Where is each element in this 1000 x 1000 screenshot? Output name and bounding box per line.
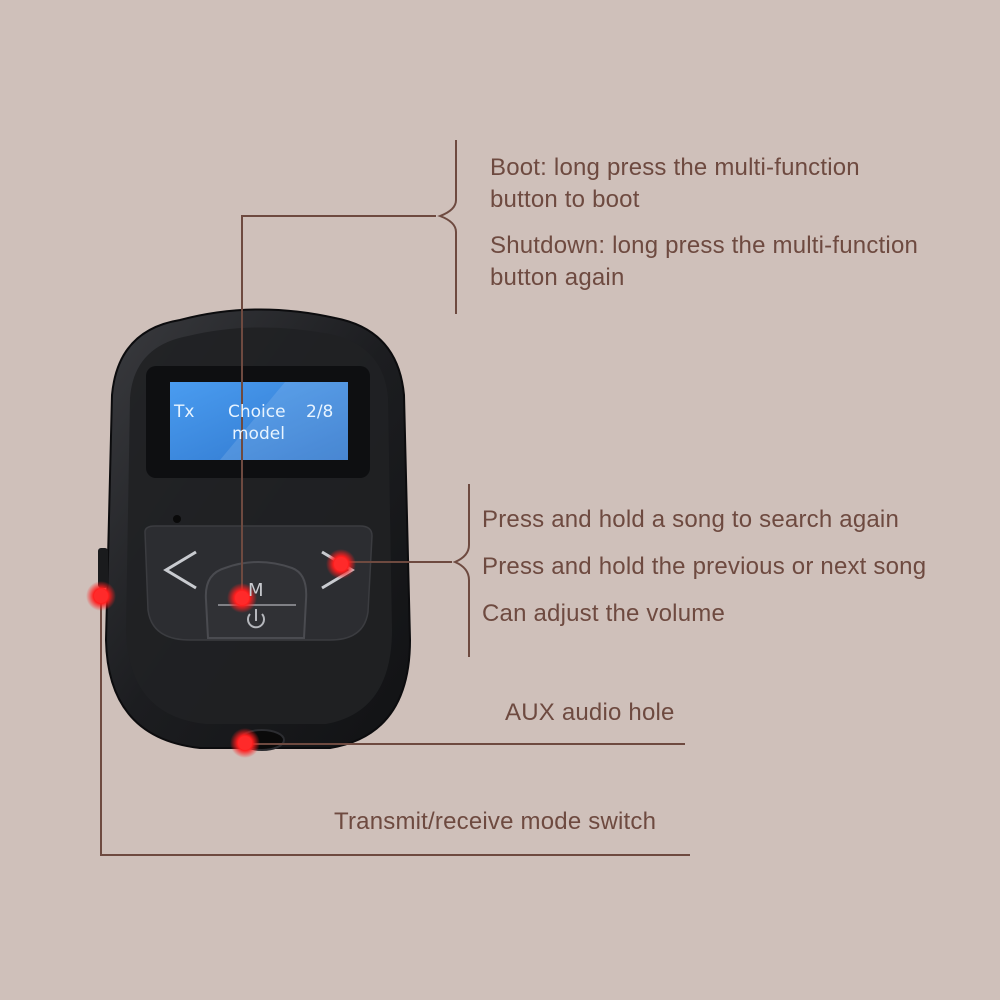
screen-title-line2: model bbox=[232, 424, 285, 444]
multi-function-label: M bbox=[248, 580, 264, 601]
power-icon bbox=[247, 609, 265, 629]
boot-label-line2: button to boot bbox=[490, 186, 640, 213]
search-again-label: Press and hold a song to search again bbox=[482, 506, 900, 533]
prev-next-label: Press and hold the previous or next song bbox=[482, 553, 927, 580]
bracket-song bbox=[452, 484, 470, 657]
screen-mode-text: Tx bbox=[174, 402, 195, 422]
mode-switch-label: Transmit/receive mode switch bbox=[334, 808, 657, 835]
lcd-screen bbox=[170, 382, 348, 460]
screen-title-line1: Choice bbox=[228, 402, 286, 422]
markers bbox=[86, 549, 356, 758]
bracket-boot bbox=[437, 140, 457, 314]
mode-switch[interactable] bbox=[98, 548, 108, 588]
aux-label: AUX audio hole bbox=[505, 699, 675, 726]
screen-page-text: 2/8 bbox=[306, 402, 334, 422]
boot-label-line1: Boot: long press the multi-function bbox=[490, 154, 860, 181]
shutdown-label-line1: Shutdown: long press the multi-function bbox=[490, 232, 919, 259]
callout-lines bbox=[100, 140, 690, 856]
status-led bbox=[173, 515, 181, 523]
volume-label: Can adjust the volume bbox=[482, 600, 726, 627]
screen-glare bbox=[220, 382, 348, 460]
connector-boot bbox=[241, 215, 436, 598]
previous-arrow-icon[interactable] bbox=[163, 550, 197, 590]
connector-mode bbox=[100, 598, 690, 856]
shutdown-label-line2: button again bbox=[490, 264, 625, 291]
